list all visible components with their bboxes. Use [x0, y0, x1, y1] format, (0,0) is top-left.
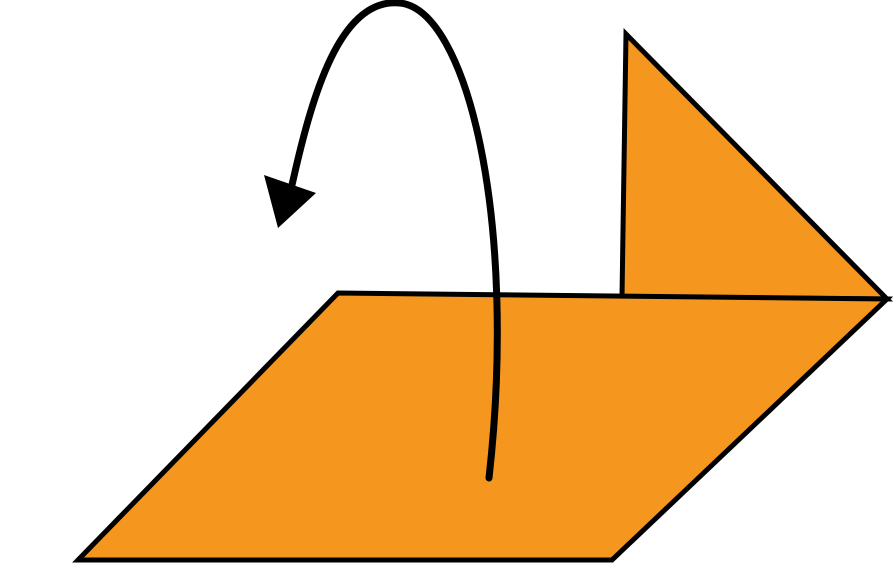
- folded-flap-triangle: [619, 27, 894, 302]
- paper-base-parallelogram: [72, 290, 894, 563]
- rotation-arrow-curve: [288, 0, 501, 482]
- rotation-arrowhead-icon: [264, 175, 316, 228]
